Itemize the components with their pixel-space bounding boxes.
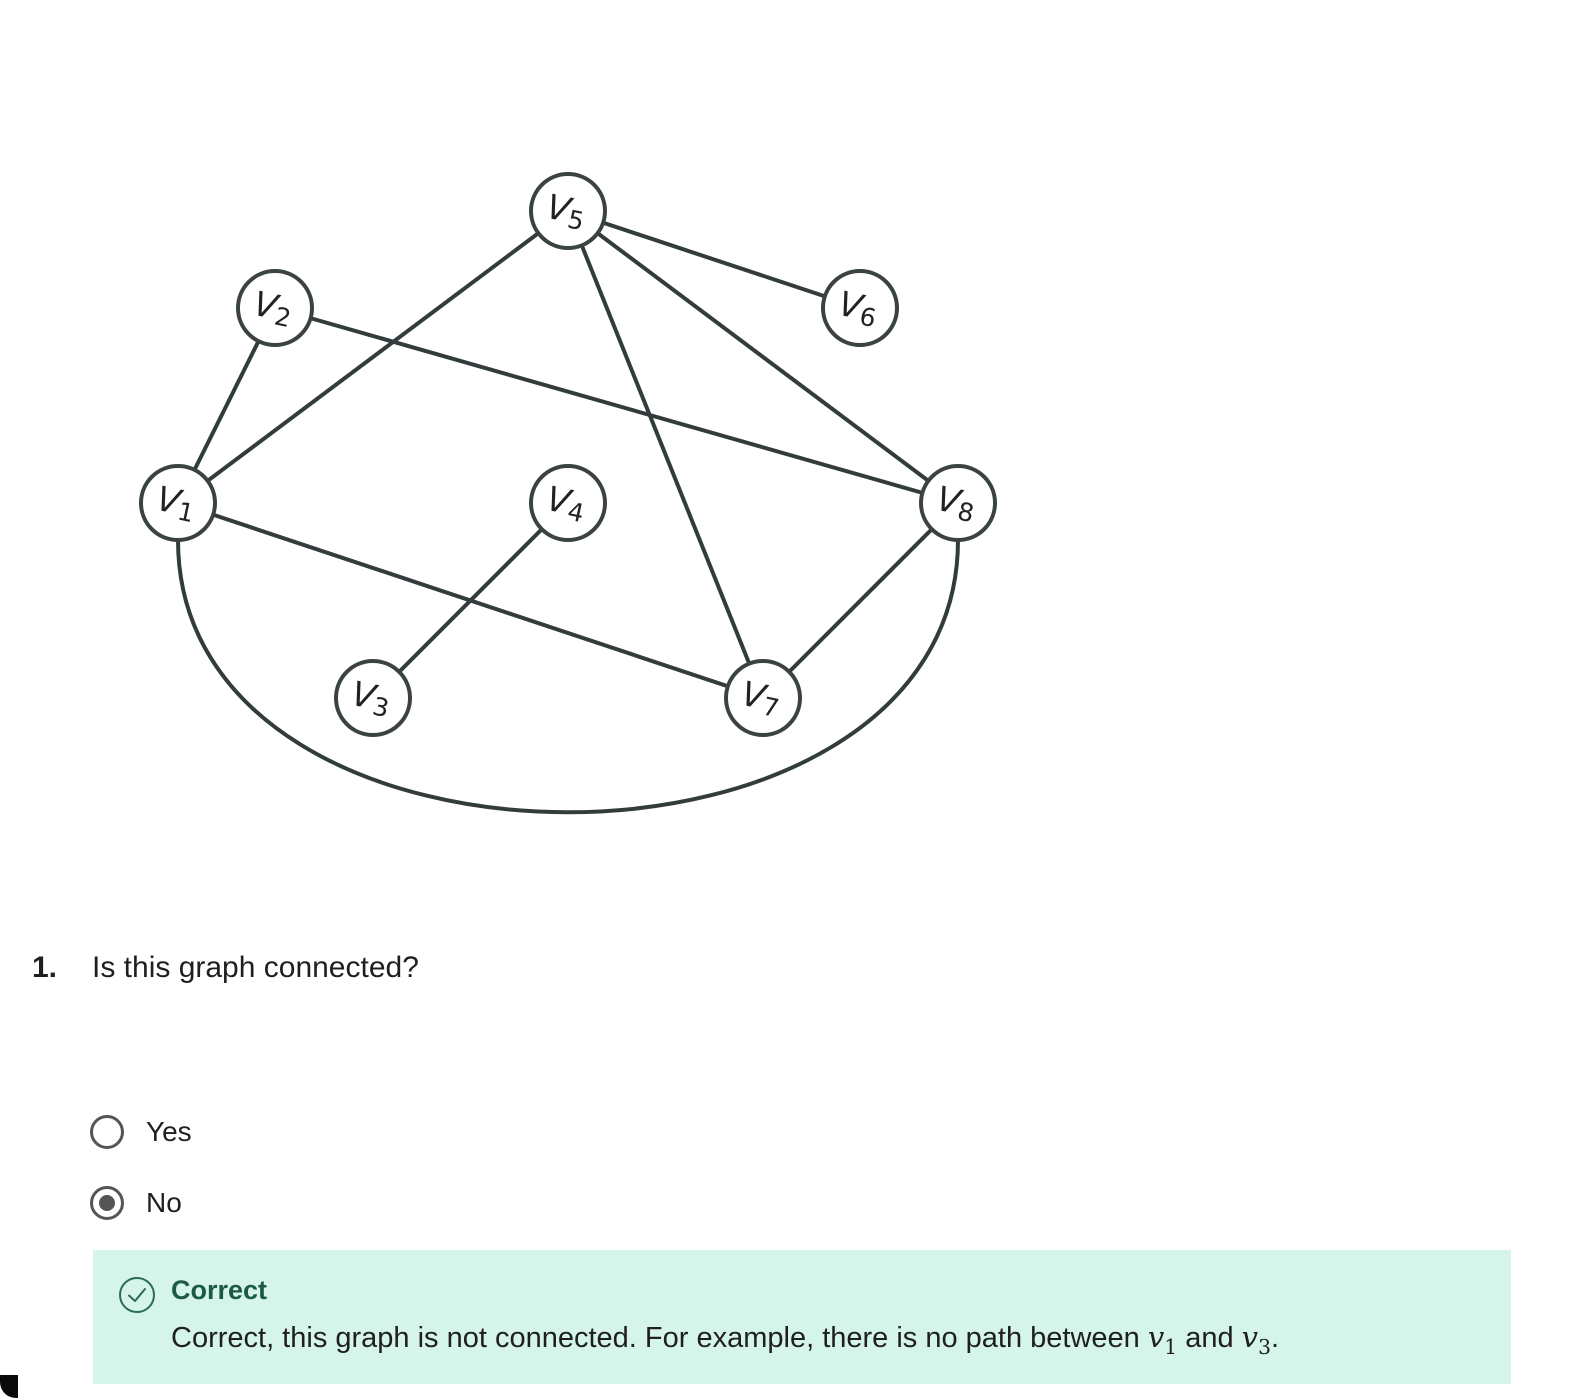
node-v5: V5 <box>529 172 607 250</box>
node-v2-label: V2 <box>249 284 296 333</box>
node-v2: V2 <box>236 269 314 347</box>
math-var-v1-base: v <box>1147 1320 1165 1354</box>
node-v4: V4 <box>529 464 607 542</box>
node-v6-label: V6 <box>834 284 881 333</box>
node-v7: V7 <box>724 659 802 737</box>
node-v4-circle <box>529 464 607 542</box>
node-v6-circle <box>821 269 899 347</box>
feedback-panel: Correct Correct, this graph is not conne… <box>93 1250 1511 1384</box>
feedback-text-after: . <box>1270 1322 1280 1354</box>
radio-yes[interactable] <box>90 1115 124 1149</box>
feedback-text-middle: and <box>1177 1322 1242 1354</box>
edge-v2-v8 <box>273 306 960 505</box>
math-var-v3: v3 <box>1241 1320 1271 1359</box>
math-var-v3-sub: 3 <box>1258 1334 1271 1359</box>
math-var-v1: v1 <box>1147 1320 1177 1359</box>
question: 1. Is this graph connected? <box>32 948 419 988</box>
math-var-v3-base: v <box>1241 1320 1259 1354</box>
edge-v1-v5 <box>176 209 570 505</box>
node-v5-label: V5 <box>542 187 589 236</box>
node-v6: V6 <box>821 269 899 347</box>
option-yes[interactable]: Yes <box>90 1112 192 1152</box>
window-corner <box>0 1375 18 1398</box>
node-v7-circle <box>724 659 802 737</box>
option-yes-label: Yes <box>146 1116 192 1147</box>
question-text: Is this graph connected? <box>92 951 419 984</box>
question-number: 1. <box>32 951 58 984</box>
edge-v5-v8 <box>566 209 960 505</box>
edge-v3-v4 <box>371 501 570 700</box>
radio-no[interactable] <box>90 1186 124 1220</box>
option-no-label: No <box>146 1187 182 1218</box>
edge-v5-v7 <box>566 209 765 700</box>
node-v1: V1 <box>139 464 217 542</box>
math-var-v1-sub: 1 <box>1164 1334 1178 1359</box>
node-v8-circle <box>919 464 997 542</box>
option-no[interactable]: No <box>90 1183 182 1223</box>
edge-v5-v6 <box>566 209 862 310</box>
node-v3-circle <box>334 659 412 737</box>
node-v5-circle <box>529 172 607 250</box>
check-circle-icon <box>118 1276 156 1319</box>
node-v3: V3 <box>334 659 412 737</box>
feedback-title: Correct <box>171 1275 268 1305</box>
feedback-text-before: Correct, this graph is not connected. Fo… <box>171 1322 1148 1354</box>
edge-v1-v8 <box>176 538 960 815</box>
node-v1-circle <box>139 464 217 542</box>
node-v4-label: V4 <box>542 479 589 528</box>
edge-v7-v8 <box>761 501 960 700</box>
node-v8: V8 <box>919 464 997 542</box>
node-v2-circle <box>236 269 314 347</box>
edges-layer <box>176 209 960 815</box>
feedback-text: Correct, this graph is not connected. Fo… <box>171 1320 1279 1359</box>
